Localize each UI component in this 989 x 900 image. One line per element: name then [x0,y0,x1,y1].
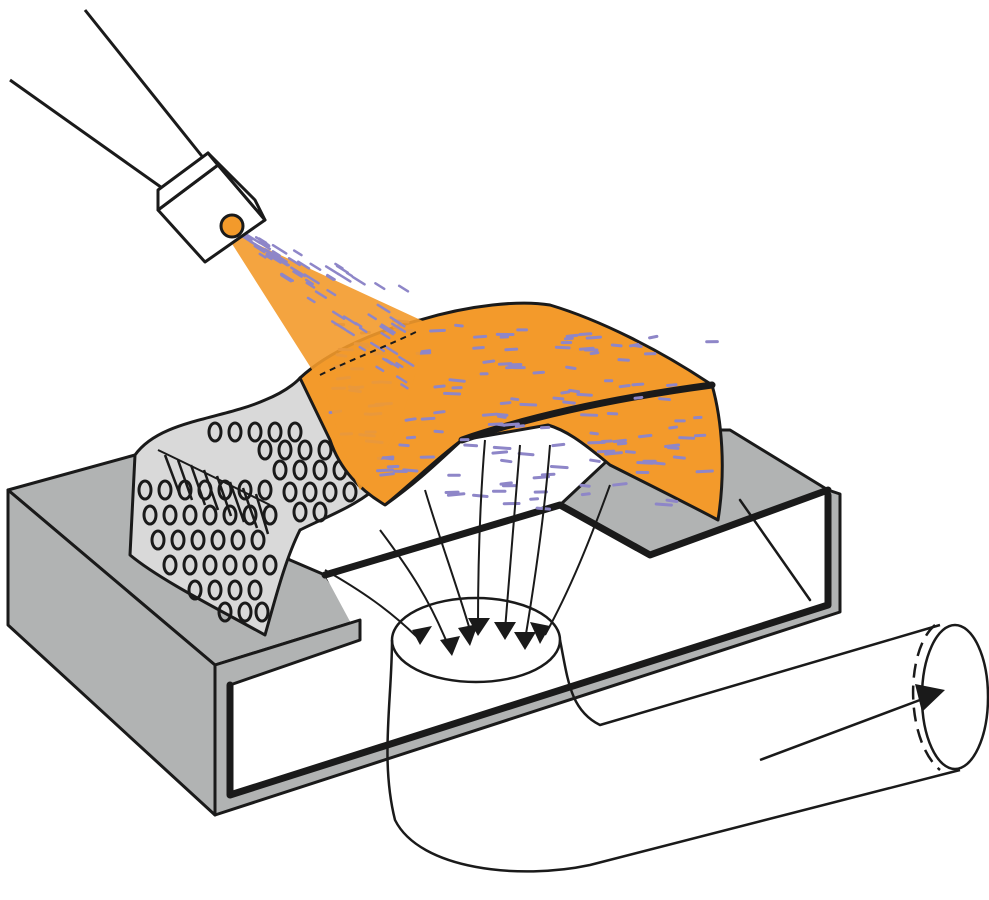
fiber-mark [697,471,712,472]
fiber-mark [598,451,613,452]
fiber-mark [422,351,429,352]
fiber-mark [551,466,567,467]
fiber-mark [614,484,627,485]
fiber-mark [465,445,477,446]
fiber-mark [506,349,517,350]
fiber-mark [507,367,521,368]
fiber-mark [534,372,543,373]
fiber-mark [400,445,408,446]
fiber-mark [399,286,408,292]
fiber-mark [582,494,589,495]
fiber-mark [680,438,694,439]
fiber-mark [634,345,641,346]
fiber-mark [497,414,507,415]
fiber-mark [620,386,629,387]
fiber-mark [516,426,523,427]
fiber-mark [483,414,495,415]
fiber-mark [431,330,445,331]
fiber-mark [639,435,650,436]
fiber-mark [564,402,575,403]
spray-gun-icon [10,10,265,262]
fiber-mark [435,412,444,413]
fiber-mark [633,384,643,385]
fiber-mark [652,463,664,464]
fiber-mark [567,367,575,368]
fiber-mark [591,433,597,434]
fiber-mark [407,437,414,438]
fiber-mark [404,470,417,471]
fiber-mark [554,398,563,399]
fiber-mark [381,474,394,475]
fiber-mark [474,348,484,349]
fiber-mark [435,431,442,432]
fiber-mark [445,393,460,394]
fiber-mark [578,394,592,395]
fiber-mark [493,452,507,453]
fiber-mark [311,264,320,270]
fiber-mark [501,483,511,484]
fiber-mark [422,418,434,419]
fiber-mark [565,338,572,339]
fiber-mark [612,345,621,346]
fiber-mark [591,353,598,354]
fiber-mark [512,399,518,400]
fiber-mark [582,415,597,416]
fiber-mark [501,403,510,404]
fiber-mark [494,447,510,448]
fiber-mark [381,458,393,459]
fiber-mark [650,336,657,337]
fiber-mark [448,494,463,495]
fiber-mark [580,334,591,335]
fiber-mark [581,485,589,486]
fiber-mark [660,399,670,400]
fiber-mark [450,380,464,381]
fiber-mark [591,460,600,461]
fiber-mark [435,386,444,387]
fiber-mark [614,440,626,441]
fiber-mark [638,463,652,464]
fiber-mark [502,460,511,461]
fiber-mark [674,457,684,458]
fiber-mark [521,404,536,405]
fiber-mark [326,266,338,274]
fiber-mark [498,424,504,425]
fiber-mark [519,454,533,455]
fiber-mark [635,397,642,398]
fiber-mark [484,361,494,362]
fiber-mark [556,347,569,348]
fiber-mark [294,251,301,256]
fiber-mark [668,385,676,386]
fiber-mark [347,273,352,276]
fiber-mark [656,504,671,505]
fiber-mark [606,453,622,454]
fiber-mark [619,360,628,361]
fiber-mark [570,390,579,391]
fiber-mark [580,348,593,349]
fiber-mark [406,419,415,420]
fiber-mark [667,500,677,501]
fiber-mark [562,392,569,393]
fiber-mark [567,335,577,336]
fiber-mark [375,283,384,289]
fiber-mark [474,336,485,337]
fiber-mark [456,325,463,326]
fiber-mark [670,427,677,428]
fiber-mark [626,452,634,453]
fiber-mark [668,448,678,449]
fiber-mark [378,470,393,471]
fiber-mark [618,443,625,444]
fiber-mark [553,444,564,445]
fiber-mark [666,445,679,446]
fiber-mark [587,337,600,338]
fiber-mark [353,277,365,284]
